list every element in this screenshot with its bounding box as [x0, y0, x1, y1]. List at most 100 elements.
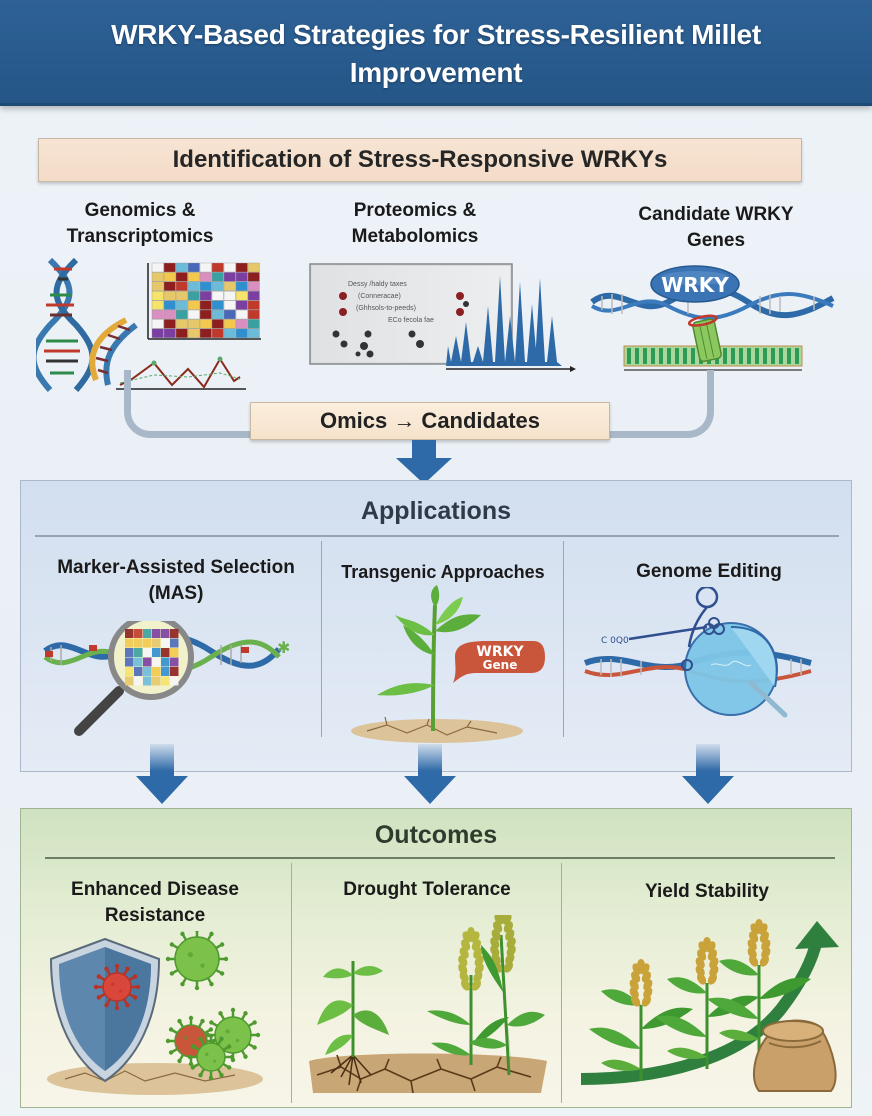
- virus-spike-tip: [104, 1002, 109, 1008]
- virus-spike-tip: [132, 995, 138, 1000]
- heatmap-cell: [187, 309, 200, 320]
- heatmap-cell: [199, 300, 212, 310]
- virus-spike-tip: [243, 1011, 248, 1016]
- mass-spectrum-icon: Dessy /haldy taxes (Conneracae) (Ghhsols…: [308, 262, 576, 377]
- drought-plants-icon: [301, 915, 557, 1099]
- heatmap-cell: [163, 300, 176, 310]
- virus-spike-tip: [252, 1045, 257, 1050]
- marker-grid-cell: [134, 648, 143, 657]
- heatmap-cell: [187, 281, 200, 291]
- heatmap-cell: [151, 281, 164, 291]
- grain: [467, 927, 475, 939]
- virus-spike-tip: [168, 1050, 174, 1055]
- heatmap-cell: [187, 319, 200, 329]
- plant-leaf: [719, 1029, 759, 1041]
- heatmap-cell: [151, 309, 164, 320]
- marker-grid-cell: [125, 676, 134, 686]
- heatmap-cell: [247, 291, 260, 301]
- virus-spike-tip: [125, 966, 130, 972]
- dna-base-bar: [723, 348, 727, 364]
- marker-grid-cell: [134, 638, 143, 648]
- virus-spike-tip: [96, 974, 102, 979]
- grain: [747, 947, 757, 959]
- heatmap-cell: [151, 328, 164, 339]
- virus-spike-tip: [198, 1072, 203, 1078]
- column-divider: [321, 541, 322, 737]
- virus-spot: [200, 963, 205, 968]
- virus-spike-tip: [226, 1065, 232, 1070]
- heatmap-cell: [175, 272, 188, 282]
- heatmap-cell: [211, 328, 224, 339]
- dna-base-bar: [667, 348, 671, 364]
- virus-spot: [213, 1059, 216, 1063]
- grain: [707, 973, 717, 985]
- virus-spot: [187, 951, 194, 958]
- dna-base-bar: [683, 348, 687, 364]
- transgenic-label: Transgenic Approaches: [341, 562, 545, 582]
- marker-grid-cell: [161, 638, 170, 648]
- heatmap-cell: [223, 309, 236, 320]
- heatmap-cell: [187, 291, 200, 301]
- heatmap-cell: [211, 281, 224, 291]
- grain: [697, 973, 707, 985]
- heatmap-cell: [211, 262, 224, 273]
- virus-body: [174, 936, 220, 982]
- grain: [490, 945, 500, 957]
- heatmap-cell: [211, 319, 224, 329]
- marker-grid-cell: [170, 629, 179, 638]
- yield-growth-icon: [581, 919, 841, 1099]
- heatmap-cell: [151, 319, 164, 329]
- virus-spike-tip: [219, 1072, 224, 1078]
- seedling-icon: WRKY Gene: [337, 585, 557, 745]
- marker-grid-cell: [125, 629, 134, 638]
- virus-spike-tip: [180, 931, 185, 937]
- svg-text:ECo fecola fae: ECo fecola fae: [388, 317, 434, 324]
- virus-spike-tip: [168, 1027, 174, 1032]
- grain: [629, 987, 639, 999]
- heatmap-cell: [235, 300, 248, 310]
- plant-leaf: [707, 997, 759, 1019]
- header-banner: WRKY-Based Strategies for Stress-Resilie…: [0, 0, 872, 106]
- dna-base-bar: [763, 348, 767, 364]
- marker-grid-cell: [152, 648, 161, 657]
- virus-spike-tip: [195, 931, 199, 933]
- heatmap-cell: [163, 272, 176, 282]
- grain: [643, 987, 653, 999]
- identification-banner: Identification of Stress-Responsive WRKY…: [38, 138, 802, 182]
- heatmap-cell: [235, 272, 248, 282]
- heatmap-cell: [211, 300, 224, 310]
- marker-grid-cell: [125, 667, 134, 676]
- heatmap-cell: [211, 272, 224, 282]
- plant-leaf: [601, 989, 641, 1006]
- down-arrow-icon: [394, 440, 454, 486]
- scissor-tag-label: C 0Q0: [601, 636, 629, 646]
- candidate-genes-label: Candidate WRKY Genes: [638, 204, 794, 251]
- heatmap-cell: [199, 262, 212, 273]
- dna-base-bar: [787, 348, 791, 364]
- grain: [631, 995, 641, 1007]
- virus-spike-tip: [208, 1075, 214, 1081]
- marker-grid-cell: [161, 629, 170, 638]
- virus-spike-tip: [177, 1018, 182, 1024]
- marker-grid-cell: [125, 657, 134, 667]
- heatmap-cell: [163, 281, 176, 291]
- column-divider: [563, 541, 564, 737]
- plant-leaf: [667, 977, 707, 994]
- marker-grid-cell: [152, 676, 161, 686]
- heatmap-cell: [199, 319, 212, 329]
- heatmap-cell: [247, 319, 260, 329]
- virus-spot: [235, 1038, 240, 1043]
- virus-spike-tip: [114, 963, 120, 969]
- marker-grid-cell: [161, 657, 170, 667]
- grain: [641, 995, 651, 1007]
- virus-spike-tip: [226, 1044, 232, 1049]
- heatmap-cell: [211, 309, 224, 320]
- virus-spike-tip: [230, 1007, 236, 1013]
- heatmap-cell: [235, 281, 248, 291]
- virus-spike-tip: [188, 1061, 194, 1067]
- virus-spike-tip: [252, 1020, 257, 1025]
- virus-spike-tip: [114, 1005, 120, 1011]
- mas-label: Marker-Assisted Selection (MAS): [57, 557, 295, 604]
- heatmap-cell: [163, 291, 176, 301]
- column-divider: [291, 863, 292, 1103]
